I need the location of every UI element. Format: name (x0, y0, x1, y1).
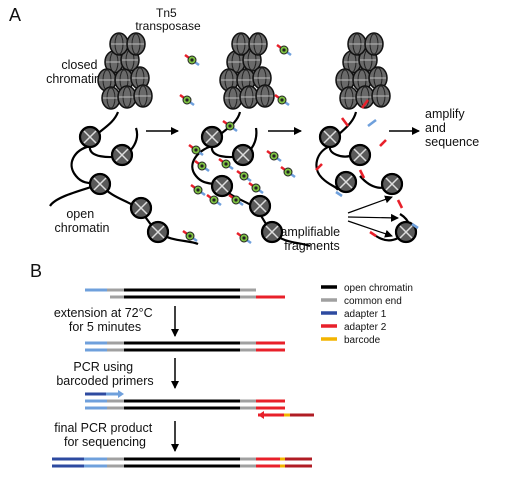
legend-item-adapter-2: adapter 2 (321, 322, 387, 333)
legend-item-adapter-1: adapter 1 (321, 309, 387, 320)
closed-chromatin-cluster-3 (335, 32, 391, 110)
step-label-1: extension at 72°C for 5 minutes (54, 306, 156, 334)
svg-text:barcode: barcode (344, 335, 381, 346)
open-nucleosomes-2 (200, 125, 284, 244)
primer-arrow-right (118, 390, 124, 398)
diagram-row-4 (52, 457, 312, 468)
primer-arrow-left (258, 411, 264, 419)
fragment-pointer-3 (347, 220, 393, 238)
legend-item-open-chromatin: open chromatin (321, 283, 413, 294)
svg-text:adapter 2: adapter 2 (344, 322, 387, 333)
adapter-ticks (315, 99, 419, 238)
svg-text:common end: common end (344, 296, 402, 307)
svg-text:open chromatin: open chromatin (344, 283, 413, 294)
closed-chromatin-cluster-1 (97, 32, 153, 110)
step-label-2: PCR using barcoded primers (56, 360, 153, 388)
step-label-3: final PCR product for sequencing (54, 421, 155, 449)
panel-a-letter: A (9, 5, 21, 25)
amplify-label: amplify and sequence (425, 107, 479, 149)
diagram-row-3 (85, 392, 314, 417)
open-chromatin-label: open chromatin (55, 207, 110, 235)
diagram-row-1 (85, 288, 285, 299)
tn5-label: Tn5 transposase (135, 6, 201, 33)
fragment-pointer-2 (347, 213, 399, 222)
panel-b-letter: B (30, 261, 42, 281)
legend-item-common-end: common end (321, 296, 402, 307)
closed-chromatin-label: closed chromatin (46, 58, 101, 86)
svg-text:adapter 1: adapter 1 (344, 309, 387, 320)
legend: open chromatin common end adapter 1 adap… (321, 283, 413, 346)
diagram-row-2 (85, 341, 285, 352)
legend-item-barcode: barcode (321, 335, 381, 346)
closed-chromatin-cluster-2 (219, 32, 275, 110)
fragments-label: amplifiable fragments (280, 225, 343, 253)
fragment-pointer-1 (347, 195, 393, 214)
